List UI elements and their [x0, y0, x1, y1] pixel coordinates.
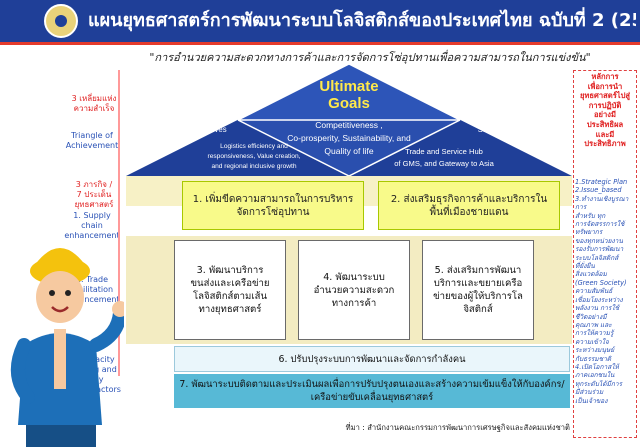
roof-middle-triangle	[238, 120, 460, 176]
principle-line: รองรับการพัฒนา	[575, 245, 624, 254]
principles-heading-line: อย่างมี	[594, 110, 616, 120]
positions-text: of GMS, and Gateway to Asia	[394, 159, 494, 168]
triangle-label-thai-line: 3 เหลี่ยมแห่ง	[71, 94, 117, 103]
supply-chain-line: chain	[81, 221, 103, 230]
principle-line: ทุกระดับได้มีการ	[575, 379, 623, 388]
objectives-text: and regional inclusive growth	[211, 163, 296, 170]
principles-heading-line: ยุทธศาสตร์ไปสู่	[579, 91, 631, 101]
principle-line: ของทุกหน่วยงาน	[575, 236, 623, 245]
principle-line: พลังงาน การใช้	[575, 304, 620, 313]
seal-center	[55, 15, 67, 27]
objectives-text: responsiveness, Value creation,	[208, 153, 301, 160]
strategy-box-7: 7. พัฒนาระบบติดตามและประเมินผลเพื่อการปร…	[174, 374, 570, 408]
positions-text: Trade and Service Hub	[405, 147, 483, 156]
strategy-count-line: ยุทธศาสตร์	[74, 200, 114, 209]
principles-heading-line: หลักการ	[591, 72, 619, 81]
principle-line: ความเข้าใจ	[575, 337, 609, 346]
helmet-dome	[32, 248, 88, 269]
title-accent-line	[0, 42, 640, 45]
trade-facilitation-line: enhancement	[64, 295, 120, 304]
trade-facilitation-label: 2. Trade facilitation enhancement	[62, 275, 122, 305]
achievement-roof: Ultimate Goals Competitiveness , Co-pros…	[126, 64, 572, 176]
source-note: ที่มา : สำนักงานคณะกรรมการพัฒนาการเศรษฐก…	[345, 423, 570, 432]
principle-line: การให้ความรู้	[575, 329, 614, 338]
principle-line: ชีวิตอย่างมี	[575, 312, 607, 321]
ultimate-goals-title: Goals	[328, 95, 370, 112]
strategy-count-line: 7 ประเด็น	[76, 190, 112, 199]
government-seal-icon	[44, 4, 78, 38]
principle-line: มีส่วนร่วม	[575, 388, 604, 397]
trousers	[26, 425, 96, 447]
principle-line: คุณภาพ และ	[575, 320, 612, 329]
principle-line: ที่ยั่งยืน	[575, 262, 595, 271]
principles-heading-line: ประสิทธิผล	[586, 119, 624, 129]
page-title: แผนยุทธศาสตร์การพัฒนาระบบโลจิสติกส์ของปร…	[88, 10, 636, 31]
principle-line: ความสัมพันธ์	[575, 287, 613, 296]
strategy-box-6: 6. ปรับปรุงระบบการพัฒนาและจัดการกำลังคน	[174, 346, 570, 372]
trade-facilitation-line: facilitation	[70, 285, 114, 294]
goals-text: Co-prosperity, Sustainability, and	[287, 133, 411, 143]
ultimate-goals-title: Ultimate	[319, 78, 378, 95]
principle-line: ระบบโลจิสติกส์	[575, 253, 619, 262]
mouth	[51, 306, 69, 313]
worker-mascot-icon	[11, 248, 124, 447]
strategy-box-1: 1. เพิ่มขีดความสามารถในการบริหารจัดการโซ…	[182, 181, 364, 230]
roof-divider	[348, 119, 461, 176]
strategy-pillar-3: 3. พัฒนาบริการขนส่งและเครือข่ายโลจิสติกส…	[174, 240, 286, 340]
principle-line: 3.ทำงานเชิงบูรณาการ	[575, 194, 629, 212]
principle-line: สิ่งแวดล้อม	[575, 270, 607, 279]
principle-line: การจัดสรรการใช้ทรัพยากร	[575, 220, 625, 237]
goals-text: Quality of life	[324, 146, 373, 156]
triangle-label-english-line: Triangle of	[71, 131, 113, 140]
principle-line: (Green Society)	[575, 278, 627, 287]
principle-line: 4.เปิดโอกาสให้	[575, 362, 619, 371]
supply-chain-line: 1. Supply	[73, 211, 111, 220]
strategy-pillar-5: 5. ส่งเสริมการพัฒนาบริการและขยายเครือข่า…	[422, 240, 534, 340]
strategic-positions-label: Strategic Positions	[478, 125, 543, 134]
title-bar	[0, 0, 640, 42]
right-eye	[65, 290, 71, 296]
raised-arm	[89, 306, 124, 352]
principle-line: กับธรรมชาติ	[575, 354, 612, 363]
principle-line: เชื่อมโยงระหว่าง	[575, 295, 623, 304]
roof-divider	[237, 64, 350, 121]
supply-chain-line: enhancement	[64, 231, 120, 240]
principle-line: เป็นเจ้าของ	[575, 396, 608, 405]
principles-heading-line: ประสิทธิภาพ	[584, 139, 626, 149]
strategy-pillar-4: 4. พัฒนาระบบอำนวยความสะดวกทางการค้า	[298, 240, 410, 340]
triangle-label-thai: 3 เหลี่ยมแห่ง ความสำเร็จ	[66, 94, 122, 114]
strategic-objectives-label: Strategic Objectives	[157, 125, 226, 134]
left-eye	[49, 290, 55, 296]
principles-heading-line: การปฏิบัติ	[588, 100, 622, 110]
principle-line: ระหว่างมนุษย์	[575, 346, 615, 355]
principle-line: ภาคเอกชนใน	[575, 371, 615, 380]
triangle-label-english: Triangle of Achievement	[62, 131, 122, 151]
collar	[54, 329, 66, 389]
objectives-text: Logistics efficiency and	[220, 143, 288, 150]
principle-line: 1.Strategic Plan	[575, 178, 628, 186]
lowered-arm	[11, 338, 35, 404]
principle-line: 2.Issue_based	[575, 186, 622, 195]
principle-line: สำหรับ ทุก	[575, 211, 606, 220]
principles-box	[573, 70, 637, 438]
thumbs-up-hand	[112, 301, 124, 317]
left-divider-line	[118, 70, 120, 376]
goals-text: Competitiveness ,	[315, 120, 383, 130]
supply-chain-label: 1. Supply chain enhancement	[62, 211, 122, 241]
strategy-count-label: 3 ภารกิจ / 7 ประเด็น ยุทธศาสตร์	[66, 180, 122, 210]
trade-facilitation-line: 2. Trade	[75, 275, 109, 284]
principles-heading-line: เพื่อการนำ	[587, 81, 623, 91]
strategy-box-2: 2. ส่งเสริมธุรกิจการค้าและบริการในพื้นที…	[378, 181, 560, 230]
strategy-count-line: 3 ภารกิจ /	[75, 180, 113, 189]
face	[36, 271, 84, 323]
triangle-label-thai-line: ความสำเร็จ	[73, 104, 115, 113]
page-subtitle: "การอำนวยความสะดวกทางการค้าและการจัดการโ…	[149, 51, 591, 64]
roof-divider	[348, 64, 461, 121]
roof-divider	[237, 119, 350, 176]
roof-top-triangle	[238, 64, 460, 120]
principles-heading-line: และมี	[595, 129, 615, 139]
principles-heading: หลักการ เพื่อการนำ ยุทธศาสตร์ไปสู่ การปฏ…	[575, 72, 635, 149]
triangle-label-english-line: Achievement	[65, 141, 119, 150]
